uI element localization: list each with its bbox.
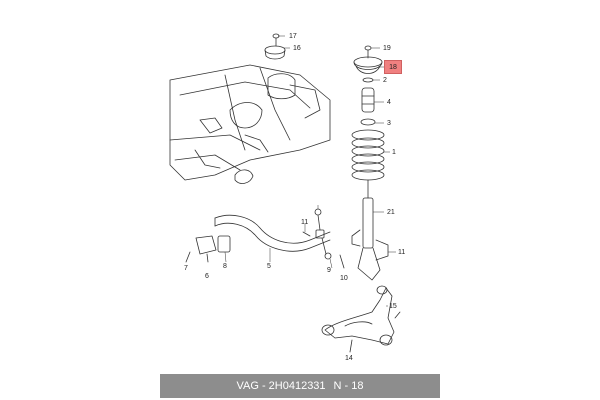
callout-8: 8 [223, 263, 227, 270]
callout-11-left: 11 [301, 219, 308, 226]
coil-spring [351, 129, 385, 181]
callout-10: 10 [340, 275, 348, 282]
shock-absorber [351, 179, 389, 281]
callout-labels: 17 16 19 2 4 3 1 21 11 11 9 10 5 8 6 7 1… [184, 33, 405, 362]
stabilizer-bar [214, 214, 331, 252]
part-number-label: VAG - 2H0412331 [236, 380, 326, 392]
callout-6: 6 [205, 273, 209, 280]
coupling-rod [302, 208, 345, 269]
callout-5: 5 [267, 263, 271, 270]
callout-14: 14 [345, 355, 353, 362]
callout-21: 21 [387, 209, 395, 216]
callout-1: 1 [392, 149, 396, 156]
callout-4: 4 [387, 99, 391, 106]
leader-lines [224, 35, 396, 307]
callout-2: 2 [383, 77, 387, 84]
bump-stop [360, 77, 376, 126]
bushing-clamp [185, 235, 231, 263]
callout-17: 17 [289, 33, 297, 40]
callout-16: 16 [293, 45, 301, 52]
subframe-drawing [169, 64, 331, 184]
callout-15: 15 [389, 303, 397, 310]
strut-top-mount [353, 45, 383, 74]
callout-3: 3 [387, 120, 391, 127]
callout-11-right: 11 [398, 249, 405, 256]
callout-9: 9 [327, 267, 331, 274]
part-number-footer: VAG - 2H0412331 N - 18 [160, 374, 440, 398]
lower-control-arm [321, 285, 401, 353]
reference-number-label: N - 18 [333, 380, 364, 392]
callout-7: 7 [184, 265, 188, 272]
upper-mount-left [264, 33, 286, 60]
callout-18: 18 [389, 63, 397, 71]
callout-19: 19 [383, 45, 391, 52]
callout-18-highlight: 18 [384, 60, 402, 74]
